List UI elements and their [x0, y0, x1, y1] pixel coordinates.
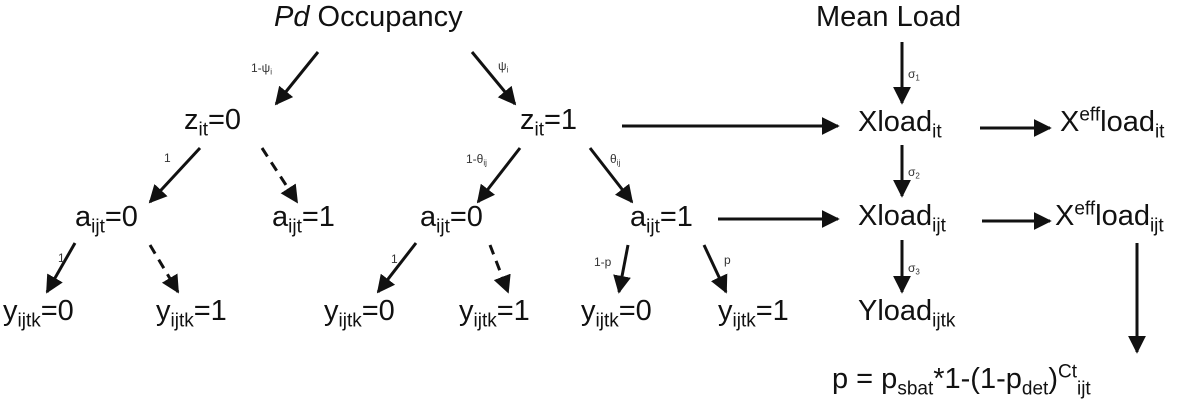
node-y-ijtk-0-a: yijtk=0 — [3, 295, 74, 332]
node-a-ijt-0-left: aijt=0 — [75, 201, 138, 238]
edge-z0-to-a1-dashed — [260, 147, 299, 204]
edge-a1mid-to-y1 — [702, 244, 728, 294]
node-xload-it: Xloadit — [858, 106, 942, 143]
node-y-ijtk-1-a: yijtk=1 — [156, 295, 227, 332]
edge-pd-to-z1 — [470, 51, 517, 106]
edge-a0mid-to-y0 — [376, 242, 418, 294]
node-pd-occupancy: Pd Occupancy — [274, 1, 463, 33]
node-z-it-0: zit=0 — [184, 104, 242, 141]
node-xeff-load-it: Xeffloadit — [1060, 104, 1165, 143]
node-y-ijtk-0-b: yijtk=0 — [324, 295, 395, 332]
label-psi: ψi — [498, 59, 509, 75]
edge-z1-to-a0 — [476, 147, 522, 204]
node-a-ijt-1-left: aijt=1 — [272, 201, 335, 238]
node-y-ijtk-1-c: yijtk=1 — [718, 295, 789, 332]
label-p: p — [724, 253, 731, 267]
label-one-a0-mid: 1 — [391, 252, 398, 266]
label-sigma-2: σ2 — [908, 165, 920, 181]
node-z-it-1: zit=1 — [520, 104, 578, 141]
node-xeff-load-ijt: Xeffloadijt — [1055, 198, 1164, 237]
node-y-ijtk-1-b: yijtk=1 — [459, 295, 530, 332]
edge-a1mid-to-y0 — [613, 244, 631, 294]
label-sigma-1: σ1 — [908, 67, 920, 83]
label-one-minus-theta: 1-θij — [466, 152, 487, 168]
label-one-minus-psi: 1-ψi — [251, 61, 273, 77]
label-one-a0-left: 1 — [58, 251, 65, 265]
label-one-minus-p: 1-p — [594, 255, 612, 269]
label-theta: θij — [610, 152, 621, 168]
edge-pd-to-z0 — [274, 51, 320, 106]
edge-z0-to-a0 — [148, 146, 202, 204]
node-p-formula: p = psbat*1-(1-pdet)Ctijt — [832, 361, 1091, 400]
edge-a0left-to-y1-dashed — [148, 244, 180, 294]
label-one-z0: 1 — [164, 151, 171, 165]
node-a-ijt-1-mid: aijt=1 — [630, 201, 693, 238]
label-sigma-3: σ3 — [908, 261, 920, 277]
node-yload-ijtk: Yloadijtk — [858, 295, 956, 332]
node-xload-ijt: Xloadijt — [858, 200, 946, 237]
edge-a0left-to-y0 — [45, 242, 77, 294]
edge-z1-to-a1 — [588, 147, 634, 204]
node-y-ijtk-0-c: yijtk=0 — [581, 295, 652, 332]
node-a-ijt-0-mid: aijt=0 — [420, 201, 483, 238]
node-mean-load: Mean Load — [816, 1, 962, 33]
edge-a0mid-to-y1-dashed — [488, 244, 511, 294]
